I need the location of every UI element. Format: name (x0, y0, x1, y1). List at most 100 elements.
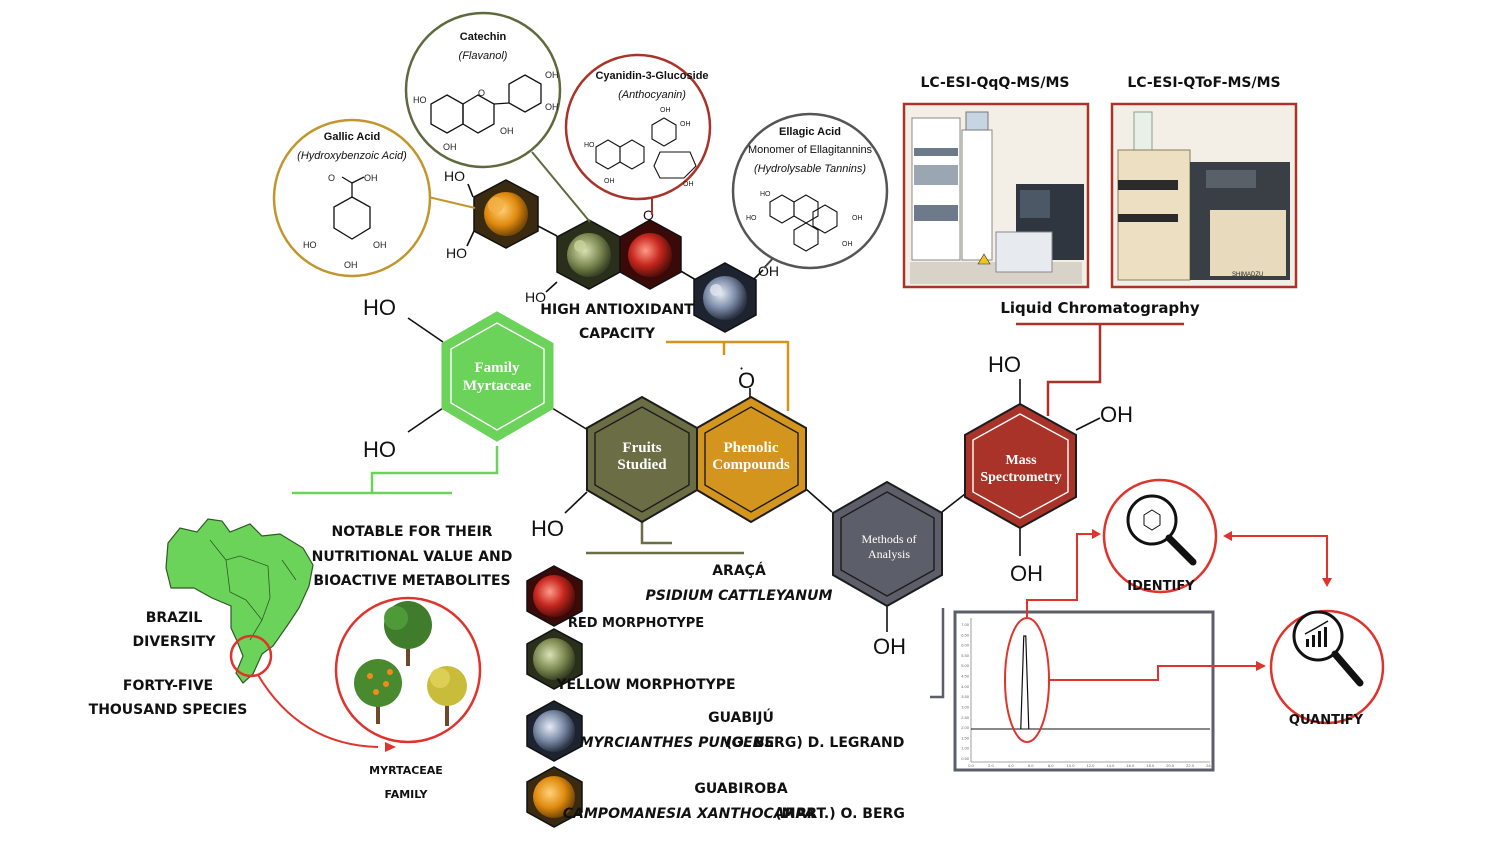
chromatogram-x-tick: 24.0 (1206, 763, 1215, 768)
svg-text:OH: OH (604, 178, 615, 185)
hexagon-fruits-studied[interactable]: Fruits Studied (586, 395, 698, 524)
svg-text:OH: OH (500, 126, 514, 136)
chromatogram-y-tick: 4.00 (961, 684, 970, 689)
svg-text:OH: OH (683, 181, 694, 188)
svg-text:THOUSAND SPECIES: THOUSAND SPECIES (89, 702, 248, 718)
callout-ellagic: Ellagic Acid Monomer of Ellagitannins (H… (731, 112, 889, 270)
fruit-hex-red-top (619, 219, 682, 290)
phenolic-o: O (738, 368, 755, 393)
hexagon-methods-of-analysis[interactable]: Methods of Analysis (832, 480, 943, 608)
guabiju-author: (O. BERG) D. LEGRAND (726, 735, 905, 751)
svg-text:OH: OH (842, 241, 853, 248)
fruits-list: ARAÇÁ PSIDIUM CATTLEYANUM RED MORPHOTYPE… (526, 562, 905, 828)
svg-text:OH: OH (680, 121, 691, 128)
chromatogram-y-tick: 2.00 (961, 725, 970, 730)
catechin-structure (430, 74, 542, 134)
svg-text:OH: OH (344, 260, 358, 270)
fruit-icon-guabiju (526, 700, 583, 762)
mass-label-1: Mass (1005, 453, 1037, 468)
chromatogram-y-tick: 1.00 (961, 746, 970, 751)
guabiroba-species: CAMPOMANESIA XANTHOCARPA (563, 806, 815, 822)
svg-text:OH: OH (545, 102, 559, 112)
fruits-ho: HO (531, 516, 564, 541)
svg-text:CAPACITY: CAPACITY (579, 326, 656, 342)
small-o: O (643, 207, 654, 223)
chromatogram-y-tick: 7.00 (961, 622, 970, 627)
chromatogram-x-tick: 6.0 (1028, 763, 1034, 768)
chromatogram-y-tick: 3.00 (961, 704, 970, 709)
bar-chart-icon (1306, 627, 1327, 647)
svg-text:DIVERSITY: DIVERSITY (133, 634, 217, 650)
chromatogram-y-tick: 4.50 (961, 674, 970, 679)
identify-label: IDENTIFY (1127, 579, 1195, 594)
chromatogram-x-tick: 0.0 (968, 763, 974, 768)
guabiroba-name: GUABIROBA (694, 781, 787, 797)
chromatogram-y-tick: 3.50 (961, 694, 970, 699)
mass-label-2: Spectrometry (980, 470, 1061, 485)
ellagic-class: (Hydrolysable Tannins) (754, 163, 866, 175)
phenolic-label-2: Compounds (712, 457, 790, 473)
yellow-morphotype: YELLOW MORPHOTYPE (555, 677, 735, 693)
small-ho-2: HO (446, 245, 467, 261)
quantify-label: QUANTIFY (1289, 713, 1364, 728)
chromatogram-y-ticks: 7.006.506.005.505.004.504.003.503.002.50… (961, 622, 970, 761)
svg-text:O: O (328, 173, 335, 183)
small-ho-3: HO (525, 289, 546, 305)
callout-cyanidin: Cyanidin-3-Glucoside (Anthocyanin) HO OH… (564, 53, 712, 215)
antioxidant-caption: HIGH ANTIOXIDANT CAPACITY (540, 302, 694, 342)
fruit-hex-yellow-top (556, 219, 621, 290)
svg-text:FAMILY: FAMILY (384, 788, 428, 801)
mass-oh-right: OH (1100, 402, 1133, 427)
cyanidin-structure (595, 117, 697, 179)
ellagic-structure (769, 194, 838, 252)
chromatogram-peak (1020, 635, 1030, 730)
svg-text:OH: OH (660, 107, 671, 114)
chromatogram-x-tick: 22.0 (1186, 763, 1195, 768)
instrument-right: LC-ESI-QToF-MS/MS SHIMADZU (1110, 75, 1298, 289)
brazil-map (165, 518, 396, 752)
ellagic-line2: Monomer of Ellagitannins (748, 144, 873, 156)
hexagon-mass-spectrometry[interactable]: Mass Spectrometry (964, 402, 1077, 530)
fruits-label-1: Fruits (622, 440, 661, 456)
chromatogram-x-tick: 12.0 (1087, 763, 1096, 768)
svg-text:MYRTACEAE: MYRTACEAE (369, 764, 443, 777)
svg-text:HO: HO (584, 142, 595, 149)
svg-text:OH: OH (443, 142, 457, 152)
methods-oh: OH (873, 634, 906, 659)
svg-text:FORTY-FIVE: FORTY-FIVE (123, 678, 213, 694)
fruit-icon-red (526, 565, 583, 627)
brazil-captions: BRAZIL DIVERSITY FORTY-FIVE THOUSAND SPE… (89, 524, 513, 801)
family-ho-bottom: HO (363, 437, 396, 462)
molecule-icon (1143, 509, 1161, 531)
svg-text:OH: OH (852, 215, 863, 222)
chromatogram-y-tick: 5.00 (961, 663, 970, 668)
molecular-bonds (407, 183, 1101, 632)
methods-label-1: Methods of (862, 532, 917, 546)
chromatogram-y-tick: 2.50 (961, 715, 970, 720)
hexagon-family-myrtaceae[interactable]: Family Myrtaceae (441, 311, 554, 442)
hexagon-phenolic-compounds[interactable]: Phenolic Compounds (696, 395, 807, 524)
araca-name: ARAÇÁ (712, 562, 766, 579)
chromatogram-y-tick: 0.50 (961, 756, 970, 761)
family-label-2: Myrtaceae (463, 378, 532, 394)
chromatogram-x-tick: 20.0 (1166, 763, 1175, 768)
quantify-circle: QUANTIFY (1269, 609, 1385, 728)
analysis-arrows (1026, 529, 1332, 681)
svg-text:BIOACTIVE METABOLITES: BIOACTIVE METABOLITES (313, 573, 510, 589)
instrument-right-title: LC-ESI-QToF-MS/MS (1127, 75, 1280, 91)
chromatogram-y-tick: 6.00 (961, 643, 970, 648)
svg-text:OH: OH (373, 240, 387, 250)
mass-oh-bottom: OH (1010, 561, 1043, 586)
functional-groups: HO HO HO O OH HO OH OH (363, 295, 1133, 659)
methods-label-2: Analysis (868, 547, 910, 561)
chromatogram-x-tick: 10.0 (1067, 763, 1076, 768)
mass-ho: HO (988, 352, 1021, 377)
family-label-1: Family (475, 360, 520, 376)
chromatogram-y-tick: 5.50 (961, 653, 970, 658)
araca-species: PSIDIUM CATTLEYANUM (646, 588, 833, 604)
instrument-left: LC-ESI-QqQ-MS/MS (902, 75, 1090, 289)
catechin-name: Catechin (460, 31, 507, 43)
